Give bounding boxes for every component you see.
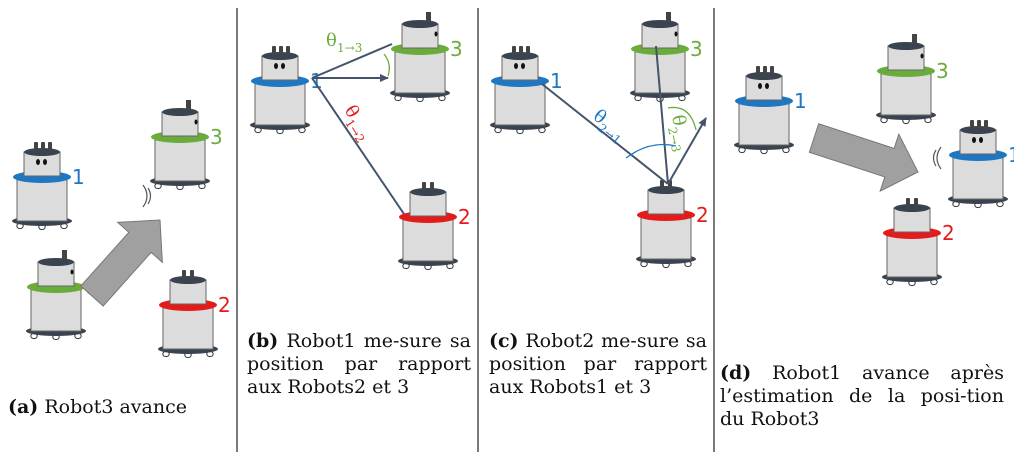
link-c-2-3 <box>655 45 669 185</box>
robot3-a-new: 3 <box>150 100 223 191</box>
robot2-b: 2 <box>398 182 471 271</box>
caption-a: (a) Robot3 avance <box>8 396 236 419</box>
robot2-a: 2 <box>158 270 231 359</box>
svg-text:2→1: 2→1 <box>595 121 624 148</box>
robot3-d-number: 3 <box>936 59 949 83</box>
robot2-a-number: 2 <box>218 293 231 317</box>
arc-c-2-3 <box>667 106 697 131</box>
link-b-1-3 <box>311 43 393 79</box>
robot3-a-new-number: 3 <box>210 125 223 149</box>
robot3-d: 3 <box>876 34 949 125</box>
robot2-c-number: 2 <box>696 203 709 227</box>
signal-d <box>932 146 942 170</box>
robot3-a-old: 3 <box>26 250 99 341</box>
link-b-1-2 <box>311 77 405 215</box>
signal-a <box>142 184 152 208</box>
robot3-c-number: 3 <box>690 37 703 61</box>
link-c-2-ref <box>667 117 707 185</box>
robot3-b: 3 <box>390 12 463 103</box>
svg-text:θ: θ <box>326 30 337 51</box>
robot3-b-number: 3 <box>450 37 463 61</box>
arc-c-2-1 <box>625 143 677 159</box>
caption-d-text: Robot1 avance après l’estimation de la p… <box>720 362 1004 430</box>
caption-a-text: Robot3 avance <box>44 396 187 418</box>
robot1-d-old-number: 1 <box>794 89 807 113</box>
robot2-b-number: 2 <box>458 205 471 229</box>
robot1-d-new: 1 <box>948 120 1014 209</box>
robot1-b: 1 <box>250 46 323 135</box>
robot1-d-new-number: 1 <box>1008 143 1014 167</box>
robot2-c: 2 <box>636 180 709 269</box>
caption-c-text: Robot2 me-sure sa position par rapport a… <box>489 330 707 398</box>
theta-c-2-1: θ2→1 <box>589 105 624 148</box>
robot1-c-number: 1 <box>550 69 563 93</box>
robot1-c: 1 <box>490 46 563 135</box>
caption-d: (d) Robot1 avance après l’estimation de … <box>720 362 1004 431</box>
arc-b-1-3 <box>383 53 390 77</box>
caption-b: (b) Robot1 me-sure sa position par rappo… <box>247 330 471 399</box>
caption-a-letter: (a) <box>8 396 39 418</box>
robot1-a-number: 1 <box>72 165 85 189</box>
move-arrow-a <box>80 219 163 307</box>
robot2-d: 2 <box>882 198 955 287</box>
robot1-a: 1 <box>12 142 85 231</box>
link-c-2-1 <box>541 83 669 185</box>
svg-text:2→3: 2→3 <box>665 126 683 153</box>
robot2-d-number: 2 <box>942 221 955 245</box>
caption-b-text: Robot1 me-sure sa position par rapport a… <box>247 330 471 398</box>
caption-c-letter: (c) <box>489 330 519 352</box>
caption-c: (c) Robot2 me-sure sa position par rappo… <box>489 330 707 399</box>
theta-c-2-3: θ2→3 <box>665 113 690 153</box>
svg-text:1→2: 1→2 <box>342 117 367 146</box>
caption-b-letter: (b) <box>247 330 279 352</box>
svg-text:θ: θ <box>667 113 690 127</box>
svg-text:1→3: 1→3 <box>337 41 362 55</box>
move-arrow-d <box>808 123 919 193</box>
theta-b-1-2: θ1→2 <box>340 102 368 146</box>
caption-d-letter: (d) <box>720 362 752 384</box>
robot1-d-old: 1 <box>734 66 807 155</box>
robot3-c: 3 <box>630 12 703 103</box>
